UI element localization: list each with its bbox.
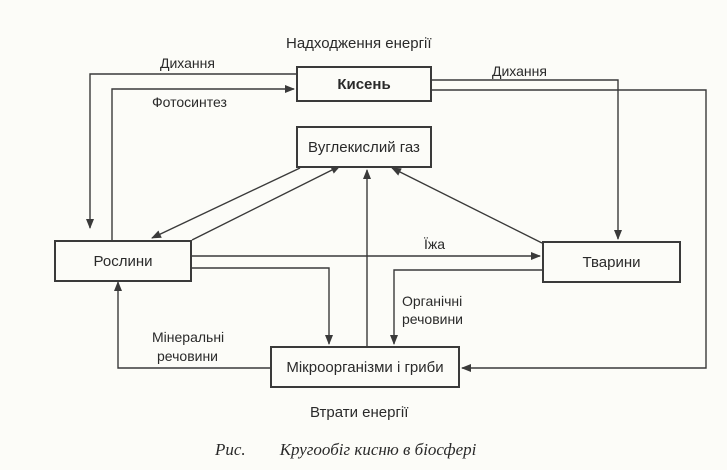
figure-caption: Рис. Кругообіг кисню в біосфері	[215, 440, 476, 460]
label-respiration-left: Дихання	[160, 55, 215, 71]
node-co2: Вуглекислий газ	[296, 126, 432, 168]
arrow-animals-to-co2	[391, 167, 543, 244]
node-animals: Тварини	[542, 241, 681, 283]
node-plants: Рослини	[54, 240, 192, 282]
arrow-photosynthesis	[111, 85, 295, 240]
arrow-mineral-matter	[114, 281, 270, 369]
label-mineral-line2: речовини	[157, 348, 218, 364]
label-food: Їжа	[424, 236, 446, 252]
node-oxygen: Кисень	[296, 66, 432, 102]
arrow-oxygen-to-microbes	[432, 89, 707, 372]
label-organic-line1: Органічні	[402, 293, 463, 309]
arrow-co2-to-plants	[151, 167, 301, 239]
label-photosynthesis: Фотосинтез	[152, 94, 227, 110]
label-mineral-line1: Мінеральні	[152, 329, 225, 345]
label-respiration-right: Дихання	[492, 63, 547, 79]
arrow-organic-matter	[390, 269, 542, 345]
caption-title: Кругообіг кисню в біосфері	[279, 440, 477, 459]
energy-loss-label: Втрати енергії	[310, 404, 409, 421]
caption-prefix: Рис.	[215, 440, 246, 459]
arrow-plants-to-co2	[191, 165, 341, 241]
label-organic-line2: речовини	[402, 311, 463, 327]
arrow-respiration-right	[432, 79, 622, 240]
energy-input-label: Надходження енергії	[286, 35, 432, 52]
arrow-plants-to-microbes	[192, 267, 333, 345]
node-microbes: Мікроорганізми і гриби	[270, 346, 460, 388]
arrow-respiration-left	[86, 73, 296, 229]
